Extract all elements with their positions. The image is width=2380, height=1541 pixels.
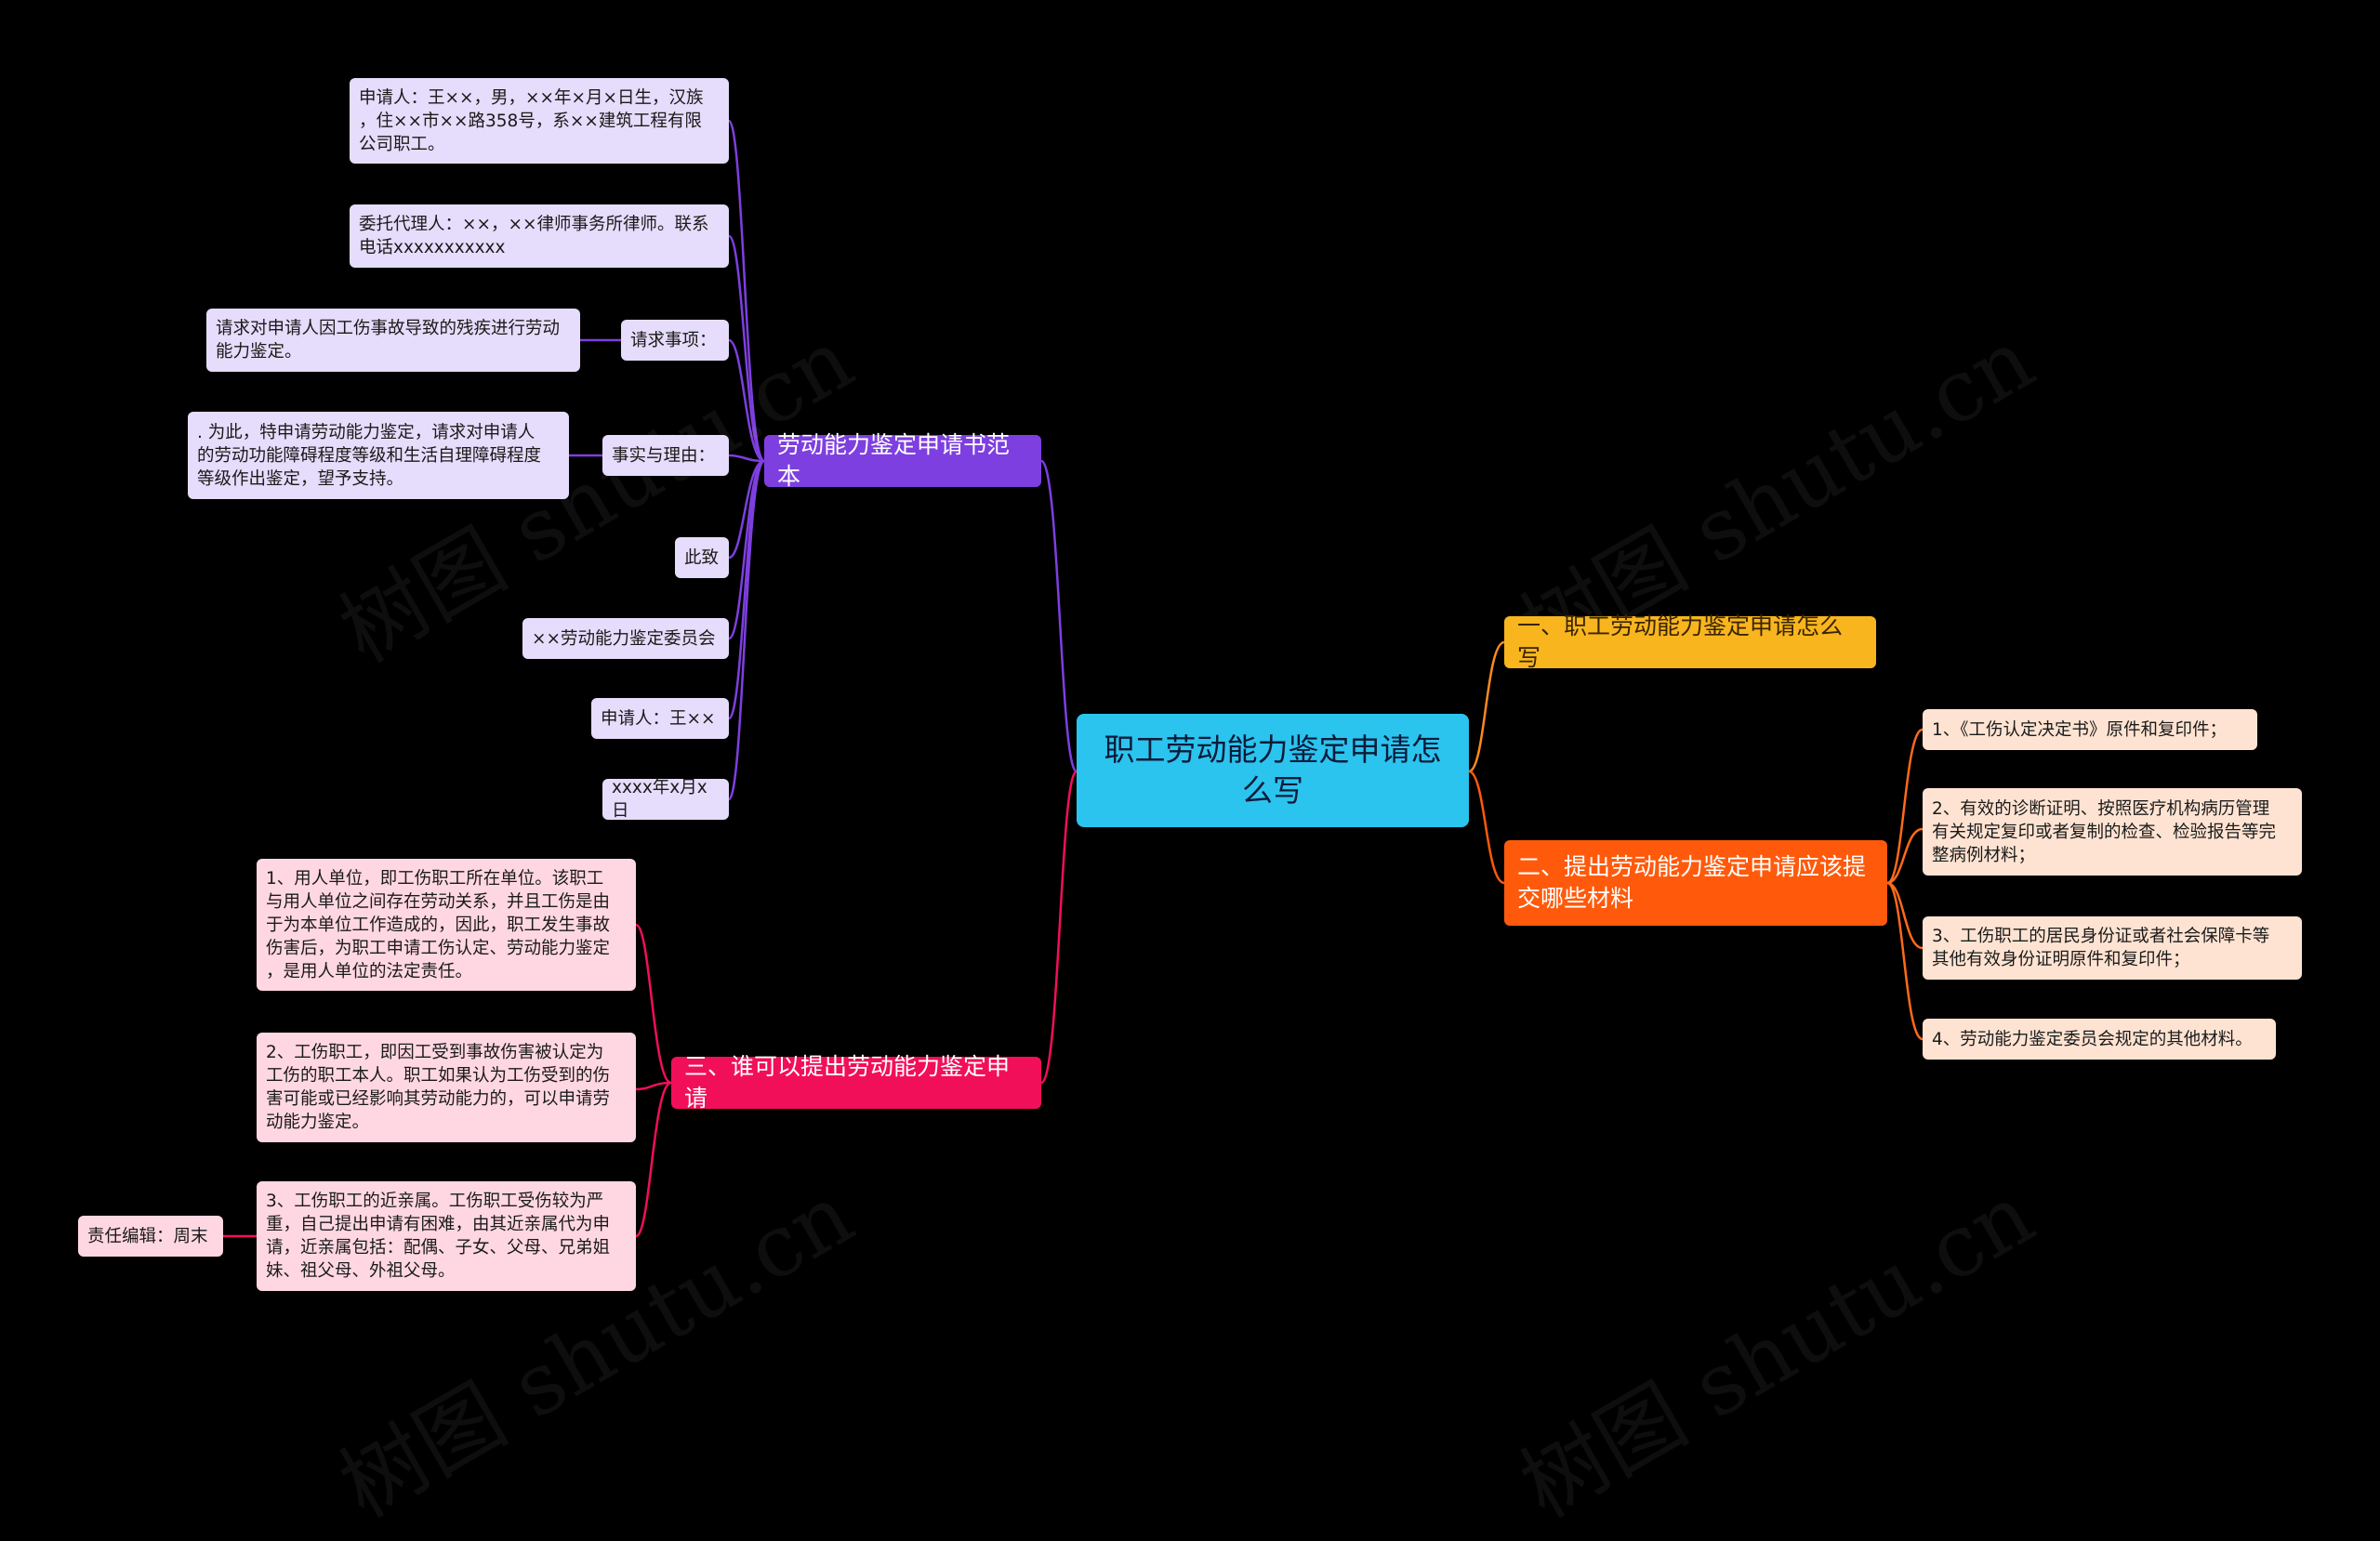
link-b2-i3 <box>1886 881 1924 950</box>
template-request-detail[interactable]: 请求对申请人因工伤事故导致的残疾进行劳动 能力鉴定。 <box>206 309 580 372</box>
applicant-relatives[interactable]: 3、工伤职工的近亲属。工伤职工受伤较为严 重，自己提出申请有困难，由其近亲属代为… <box>257 1181 636 1291</box>
branch-template[interactable]: 劳动能力鉴定申请书范本 <box>764 431 1041 490</box>
link-b2-i2 <box>1886 827 1924 885</box>
connector-lines <box>223 119 1924 1238</box>
link-b4-i1 <box>635 923 672 1085</box>
applicant-worker[interactable]: 2、工伤职工，即因工受到事故伤害被认定为 工伤的职工本人。职工如果认为工伤受到的… <box>257 1033 636 1142</box>
link-b2-i1 <box>1886 728 1924 885</box>
template-agent[interactable]: 委托代理人：××，××律师事务所律师。联系 电话xxxxxxxxxxx <box>350 204 729 268</box>
link-b2-i4 <box>1886 881 1924 1041</box>
link-root-b4 <box>1039 770 1078 1085</box>
material-item-2[interactable]: 2、有效的诊断证明、按照医疗机构病历管理 有关规定复印或者复制的检查、检验报告等… <box>1923 788 2302 876</box>
link-root-b3 <box>1039 459 1078 773</box>
branch-who-can-apply[interactable]: 三、谁可以提出劳动能力鉴定申请 <box>671 1053 1041 1112</box>
link-b4-i3 <box>635 1081 672 1238</box>
link-b3-i8 <box>727 459 766 801</box>
branch-how-to-write[interactable]: 一、职工劳动能力鉴定申请怎么写 <box>1504 612 1876 671</box>
link-b3-i4 <box>728 454 765 463</box>
editor-credit[interactable]: 责任编辑：周末 <box>78 1216 223 1257</box>
template-request-label[interactable]: 请求事项： <box>621 320 729 361</box>
template-reason-label[interactable]: 事实与理由： <box>602 435 729 476</box>
link-b3-i3 <box>728 338 765 463</box>
branch-materials[interactable]: 二、提出劳动能力鉴定申请应该提 交哪些材料 <box>1504 840 1887 926</box>
template-applicant[interactable]: 申请人：王××，男，××年×月×日生，汉族 ，住××市××路358号，系××建筑… <box>350 78 729 164</box>
material-item-1[interactable]: 1、《工伤认定决定书》原件和复印件； <box>1923 709 2257 750</box>
link-root-b2 <box>1468 770 1505 885</box>
mindmap-canvas: 树图 shutu.cn 树图 shutu.cn 树图 shutu.cn 树图 s… <box>78 78 2302 1537</box>
link-b3-i5 <box>728 459 765 560</box>
material-item-3[interactable]: 3、工伤职工的居民身份证或者社会保障卡等 其他有效身份证明原件和复印件； <box>1923 916 2302 980</box>
link-b3-i2 <box>727 234 765 463</box>
template-date[interactable]: xxxx年x月x日 <box>602 778 729 821</box>
template-reason-detail[interactable]: . 为此，特申请劳动能力鉴定，请求对申请人 的劳动功能障碍程度等级和生活自理障碍… <box>188 412 569 499</box>
link-root-b1 <box>1468 640 1505 773</box>
link-b4-i2 <box>635 1081 672 1091</box>
link-b3-i1 <box>727 119 766 463</box>
material-item-4[interactable]: 4、劳动能力鉴定委员会规定的其他材料。 <box>1923 1019 2276 1060</box>
template-signature[interactable]: 申请人：王×× <box>591 698 729 739</box>
link-b3-i6 <box>728 459 765 640</box>
applicant-employer[interactable]: 1、用人单位，即工伤职工所在单位。该职工 与用人单位之间存在劳动关系，并且工伤是… <box>257 859 636 991</box>
template-committee[interactable]: ××劳动能力鉴定委员会 <box>522 618 729 659</box>
root-node[interactable]: 职工劳动能力鉴定申请怎 么写 <box>1077 714 1469 827</box>
template-salute[interactable]: 此致 <box>675 537 729 578</box>
